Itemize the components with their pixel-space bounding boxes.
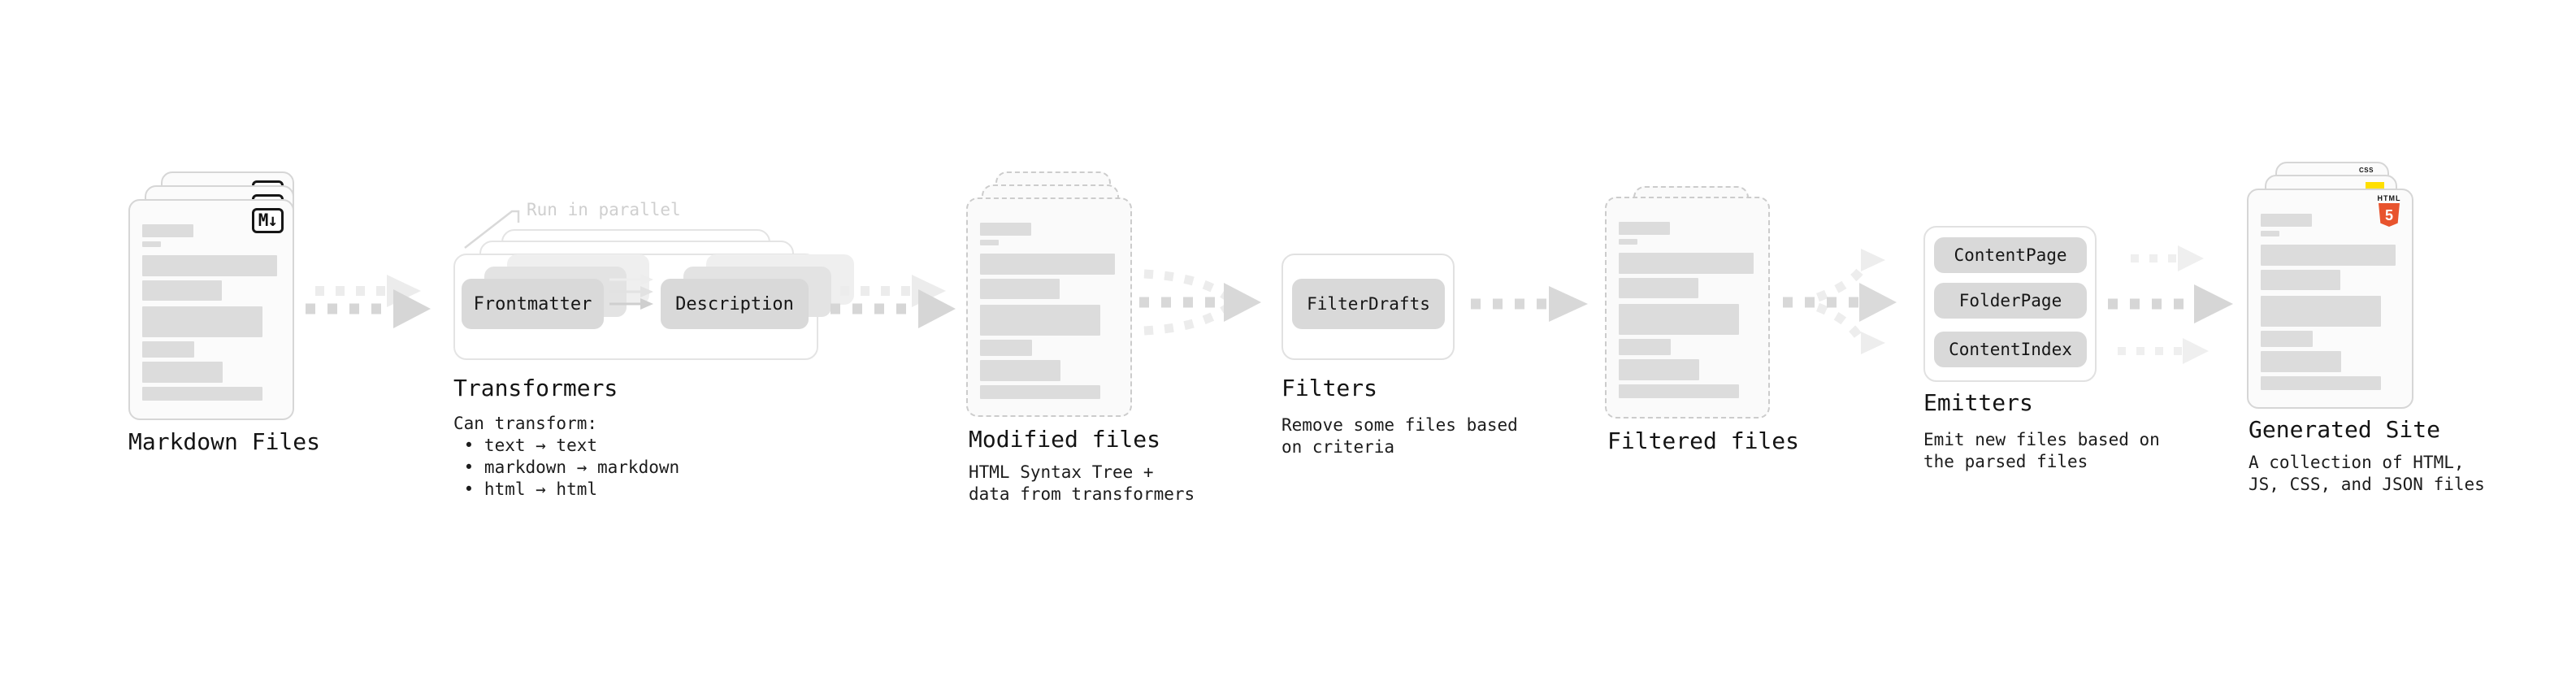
merge-arrow-icon [1139, 269, 1261, 336]
filter-drafts-label: FilterDrafts [1307, 294, 1430, 314]
emitters-heading: Emitters [1923, 389, 2033, 416]
html5-icon: HTML 5 [2375, 195, 2403, 227]
modified-files-description: HTML Syntax Tree + data from transformer… [969, 462, 1195, 504]
frontmatter-pill-label: Frontmatter [473, 293, 592, 314]
transformers-description: Can transform: • text → text • markdown … [453, 414, 680, 499]
emitter-pill-label: FolderPage [1958, 291, 2062, 310]
leader-line-icon [464, 210, 520, 249]
doc-content-bars [2261, 214, 2396, 390]
emitter-pill-content-index: ContentIndex [1934, 332, 2087, 367]
run-in-parallel-annotation: Run in parallel [527, 200, 681, 219]
doc-content-bars [142, 224, 277, 401]
html5-shield: 5 [2379, 203, 2400, 227]
filters-heading: Filters [1281, 375, 1378, 401]
triple-arrow-icon [2108, 245, 2233, 364]
modified-files-heading: Modified files [969, 426, 1161, 453]
file-card-front [966, 197, 1132, 417]
generated-site-description: A collection of HTML, JS, CSS, and JSON … [2249, 453, 2485, 494]
html5-number: 5 [2384, 206, 2393, 223]
description-pill: Description [661, 279, 809, 329]
emitter-pill-folder-page: FolderPage [1934, 283, 2087, 319]
frontmatter-pill: Frontmatter [462, 279, 604, 329]
doc-content-bars [980, 223, 1115, 399]
file-card-front: HTML 5 [2247, 189, 2413, 409]
emitter-pill-label: ContentPage [1954, 245, 2067, 265]
file-card-front [1605, 197, 1770, 419]
html5-icon-label: HTML [2377, 194, 2401, 202]
transformers-heading: Transformers [453, 375, 618, 401]
emitter-pill-content-page: ContentPage [1934, 237, 2087, 273]
css-icon-label: CSS [2359, 167, 2374, 174]
doc-content-bars [1619, 222, 1754, 398]
fanout-arrow-icon [1783, 249, 1897, 354]
filters-description: Remove some files based on criteria [1281, 415, 1518, 457]
flow-arrow-icon [830, 275, 956, 328]
emitters-description: Emit new files based on the parsed files [1923, 430, 2160, 471]
description-pill-label: Description [675, 293, 794, 314]
file-card-front: M↓ [128, 199, 294, 420]
flow-arrow-icon [1471, 286, 1588, 322]
emitter-pill-label: ContentIndex [1949, 340, 2072, 359]
flow-arrow-icon [306, 275, 431, 328]
markdown-files-label: Markdown Files [128, 428, 321, 455]
parallel-arrows-icon [609, 274, 653, 310]
filter-drafts-pill: FilterDrafts [1292, 279, 1445, 329]
generated-site-heading: Generated Site [2249, 416, 2441, 443]
filtered-files-label: Filtered files [1607, 427, 1800, 454]
markdown-icon: M↓ [251, 208, 284, 233]
